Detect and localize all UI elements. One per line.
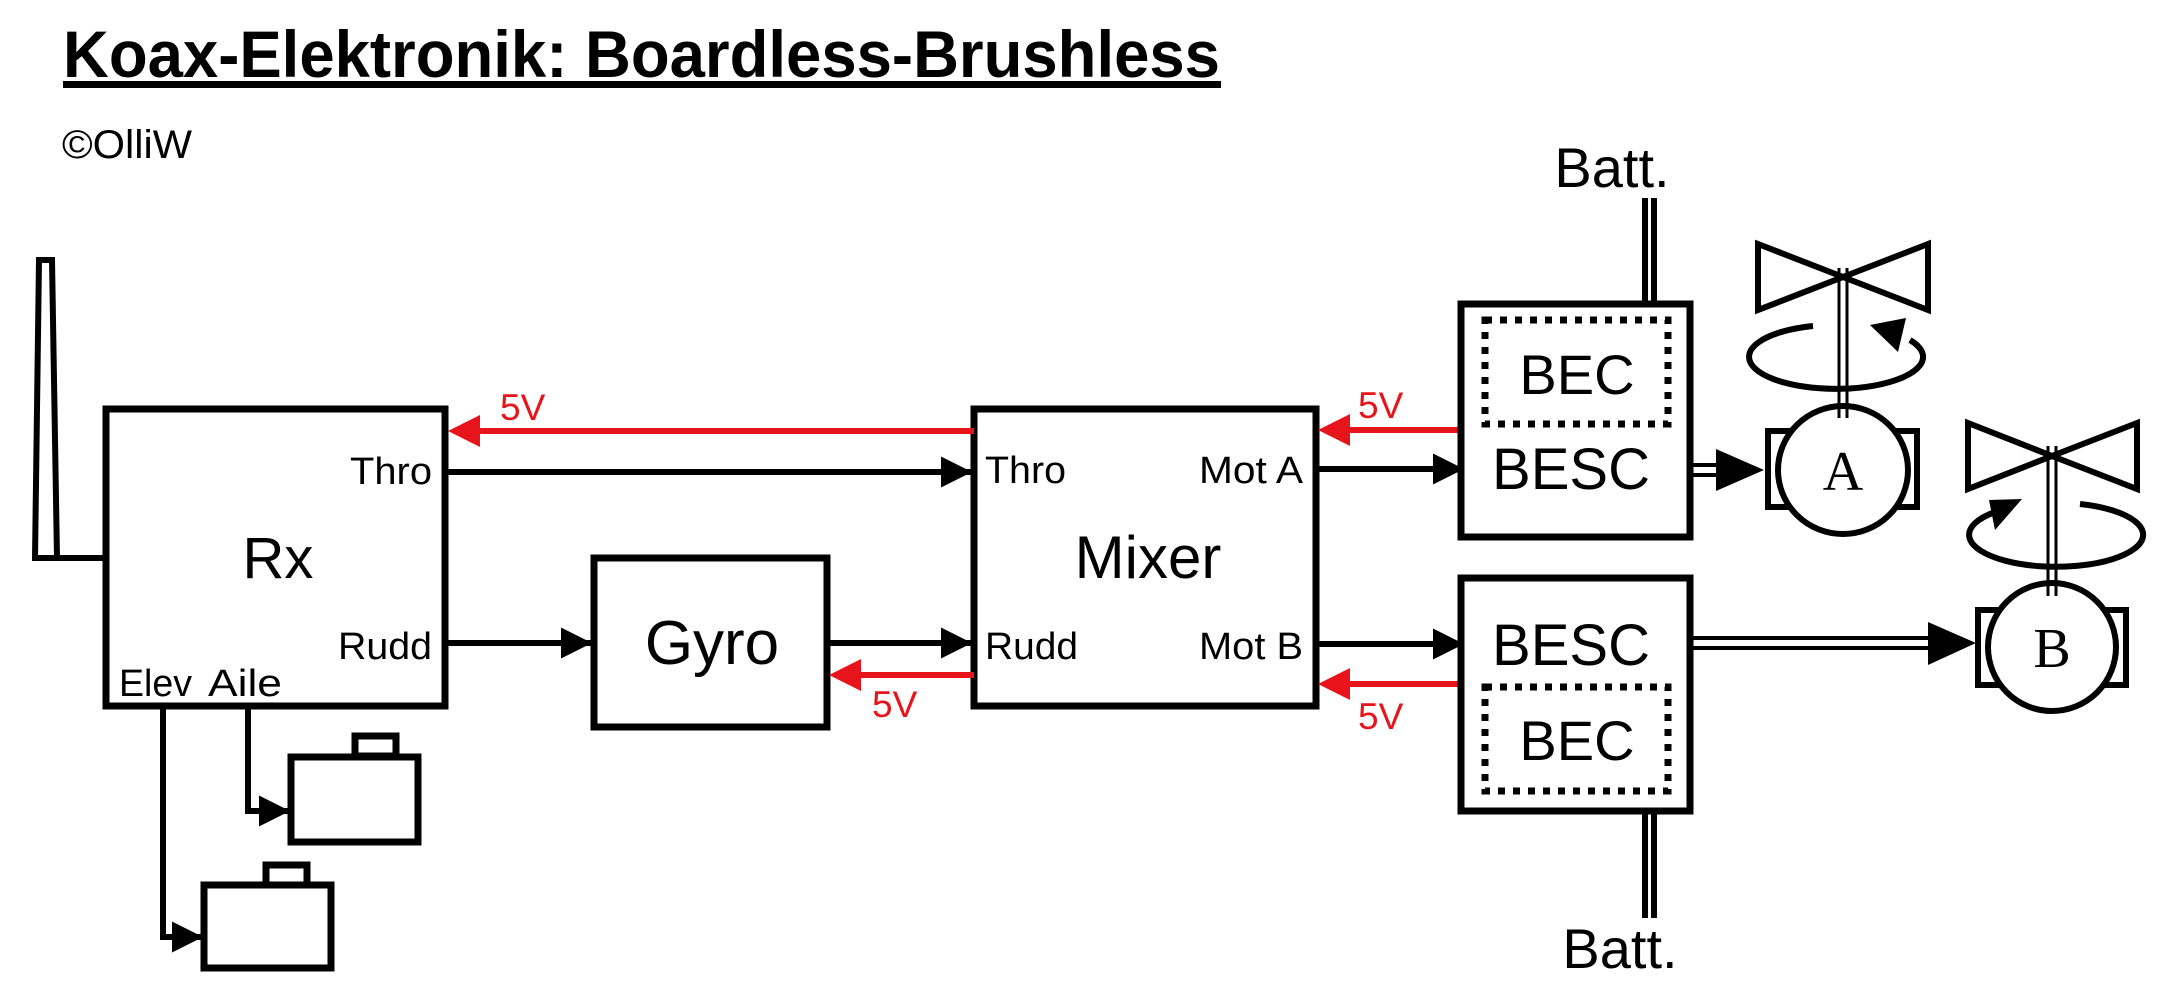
rx-port-aile: Aile xyxy=(208,663,282,705)
motor-a-wire xyxy=(1693,449,1764,491)
motor-b: B xyxy=(1965,418,2147,714)
power-wire-esc-b-mixer: 5V xyxy=(1318,668,1460,737)
battery-label: Batt. xyxy=(1562,917,1677,980)
bec-label: BEC xyxy=(1519,343,1634,406)
motor-a: A xyxy=(1746,239,1931,537)
rx-port-thro: Thro xyxy=(350,451,432,493)
besc-label: BESC xyxy=(1492,613,1650,678)
esc-b-block: BESC BEC Batt. xyxy=(1457,574,1694,980)
besc-label: BESC xyxy=(1492,437,1650,502)
rotation-arrow-icon xyxy=(1966,499,2147,570)
power-label: 5V xyxy=(1358,385,1404,426)
mixer-block: Mixer Thro Rudd Mot A Mot B xyxy=(970,405,1320,710)
rx-label: Rx xyxy=(243,526,314,591)
motor-b-label: B xyxy=(2033,618,2070,680)
mixer-port-mot-a: Mot A xyxy=(1199,450,1304,492)
rx-port-rudd: Rudd xyxy=(338,626,432,668)
rx-block: Rx Thro Rudd Elev Aile xyxy=(102,405,449,710)
aile-wire xyxy=(245,709,290,827)
power-label: 5V xyxy=(872,684,918,725)
gyro-label: Gyro xyxy=(645,609,779,678)
elev-wire xyxy=(160,709,203,953)
motor-a-label: A xyxy=(1823,441,1864,503)
servo-icon xyxy=(287,732,422,846)
motor-icon: A xyxy=(1765,403,1920,537)
mixer-label: Mixer xyxy=(1075,524,1222,591)
motor-b-wire xyxy=(1693,622,1976,665)
battery-label: Batt. xyxy=(1554,136,1669,199)
propeller-icon xyxy=(1755,239,1931,315)
bec-label: BEC xyxy=(1519,709,1634,772)
power-wire-esc-a-mixer: 5V xyxy=(1318,385,1460,446)
gyro-block: Gyro xyxy=(590,554,831,731)
power-wire-mixer-gyro: 5V xyxy=(829,659,974,725)
motor-icon: B xyxy=(1975,580,2129,714)
power-label: 5V xyxy=(1358,696,1404,737)
copyright: ©OlliW xyxy=(62,123,192,167)
title-underline xyxy=(63,81,1221,88)
rotation-arrow-icon xyxy=(1746,318,1927,392)
servo-icon xyxy=(200,861,335,972)
mixer-port-thro: Thro xyxy=(985,450,1066,492)
esc-a-block: Batt. BEC BESC xyxy=(1457,136,1694,541)
mixer-port-rudd: Rudd xyxy=(985,626,1078,668)
page-title: Koax-Elektronik: Boardless-Brushless xyxy=(63,17,1220,91)
propeller-icon xyxy=(1965,418,2140,494)
antenna-icon xyxy=(31,257,106,561)
mixer-port-mot-b: Mot B xyxy=(1199,626,1303,668)
rx-port-elev: Elev xyxy=(119,663,192,705)
power-label: 5V xyxy=(500,387,546,428)
power-wire-mixer-rx: 5V xyxy=(448,387,974,447)
